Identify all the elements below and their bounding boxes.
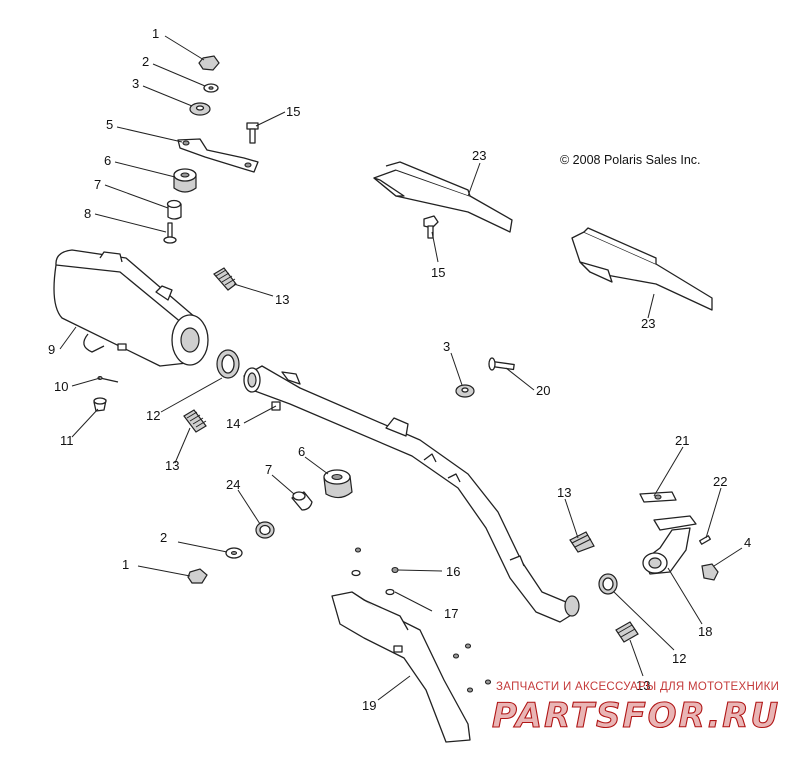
clip-part-10: [97, 375, 119, 383]
callout-labels: 1 2 3 5 15 6 7 8 23 15 23 13 9 10 11 12 …: [48, 26, 751, 713]
rubber-mount-part-6b: [323, 469, 353, 499]
callout-15: 15: [286, 104, 300, 119]
callout-22: 22: [713, 474, 727, 489]
stud-part-22: [699, 535, 711, 545]
gasket-part-12b: [598, 573, 618, 595]
watermark-brand: PARTSFOR.RU: [492, 696, 780, 736]
callout-3: 3: [132, 76, 139, 91]
spring-part-13a: [213, 267, 237, 291]
callout-1: 1: [122, 557, 129, 572]
bolt-part-15: [246, 122, 259, 144]
callout-6: 6: [104, 153, 111, 168]
callout-24: 24: [226, 477, 240, 492]
spring-part-13b: [183, 409, 207, 433]
callout-9: 9: [48, 342, 55, 357]
callout-12: 12: [672, 651, 686, 666]
watermark-tagline: ЗАПЧАСТИ И АКСЕССУАРЫ ДЛЯ МОТОТЕХНИКИ: [496, 681, 779, 693]
callout-10: 10: [54, 379, 68, 394]
callout-19: 19: [362, 698, 376, 713]
callout-2: 2: [142, 54, 149, 69]
heat-shield-part-23a: [373, 161, 513, 233]
callout-13: 13: [557, 485, 571, 500]
bolt-part-20: [488, 357, 515, 371]
washer-part-2: [203, 83, 219, 93]
exhaust-pipe-part-14: [243, 365, 580, 623]
callout-20: 20: [536, 383, 550, 398]
callout-23: 23: [641, 316, 655, 331]
grommet-part-3: [189, 102, 211, 116]
watermark: ЗАПЧАСТИ И АКСЕССУАРЫ ДЛЯ МОТОТЕХНИКИ PA…: [491, 681, 780, 737]
spring-part-13c: [569, 531, 595, 553]
callout-5: 5: [106, 117, 113, 132]
callout-15: 15: [431, 265, 445, 280]
ring-part-24: [255, 521, 275, 539]
callout-13: 13: [165, 458, 179, 473]
sleeve-part-7b: [291, 491, 313, 511]
nut-part-1: [198, 55, 220, 71]
plug-part-11: [93, 397, 107, 412]
head-pipe-part-18: [642, 515, 697, 575]
callout-21: 21: [675, 433, 689, 448]
callout-11: 11: [60, 433, 74, 448]
callout-12: 12: [146, 408, 160, 423]
copyright-notice: © 2008 Polaris Sales Inc.: [560, 153, 701, 167]
washer-part-2b: [225, 547, 243, 559]
heat-shield-part-19: [331, 591, 471, 743]
rubber-mount-part-6: [173, 168, 197, 193]
callout-1: 1: [152, 26, 159, 41]
callout-16: 16: [446, 564, 460, 579]
callout-8: 8: [84, 206, 91, 221]
grommet-part-3b: [455, 384, 475, 398]
sleeve-part-7: [166, 199, 182, 220]
nut-part-1b: [187, 568, 208, 584]
bracket-part-5: [177, 138, 259, 173]
callout-18: 18: [698, 624, 712, 639]
callout-17: 17: [444, 606, 458, 621]
pin-part-8: [163, 222, 177, 244]
bolt-part-15b: [423, 215, 439, 239]
nut-part-4: [701, 563, 719, 581]
flange-gasket-part-21: [639, 491, 677, 503]
heat-shield-part-23b: [571, 227, 713, 311]
callout-23: 23: [472, 148, 486, 163]
callout-3: 3: [443, 339, 450, 354]
callout-2: 2: [160, 530, 167, 545]
callout-7: 7: [94, 177, 101, 192]
callout-4: 4: [744, 535, 751, 550]
spring-part-13d: [615, 621, 639, 643]
muffler-part-9: [53, 249, 209, 367]
callout-7: 7: [265, 462, 272, 477]
callout-14: 14: [226, 416, 240, 431]
leader-lines: [59, 35, 743, 701]
callout-13: 13: [636, 678, 650, 693]
callout-13: 13: [275, 292, 289, 307]
callout-6: 6: [298, 444, 305, 459]
gasket-part-12a: [216, 349, 240, 379]
fasteners-group: [351, 547, 492, 693]
